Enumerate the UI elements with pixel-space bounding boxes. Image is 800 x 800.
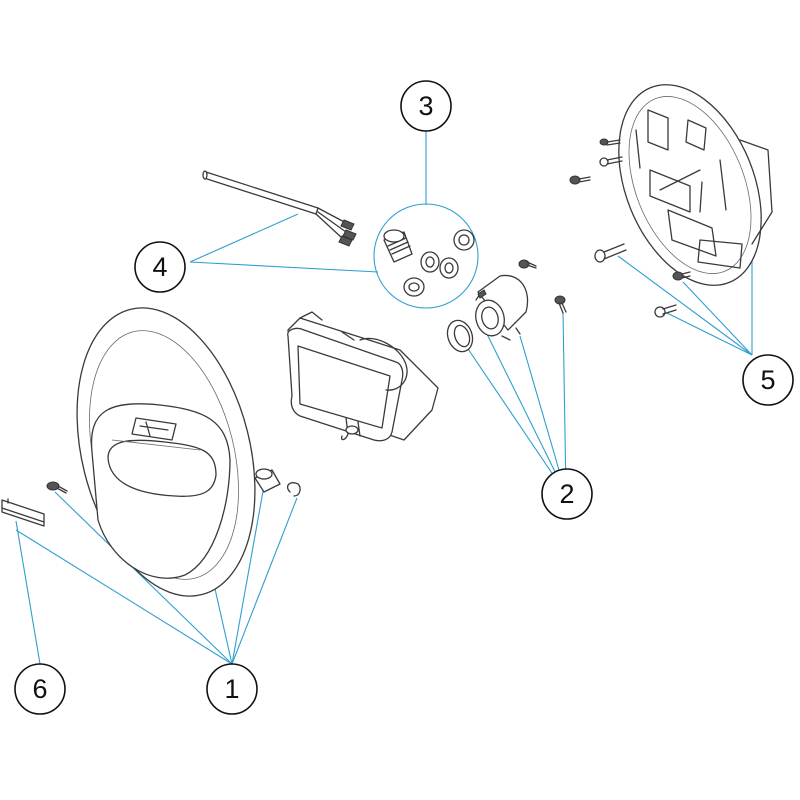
part-front-screw xyxy=(46,481,68,494)
leader-2-screw xyxy=(562,311,567,495)
leader-1-ring xyxy=(212,579,233,665)
leader-4-cable xyxy=(189,213,299,263)
leader-4-glands xyxy=(189,261,379,273)
leader-5-screw-c xyxy=(666,312,753,356)
callout-5: 5 xyxy=(742,354,794,406)
callout-3: 3 xyxy=(400,80,452,132)
part-lamp-module xyxy=(287,311,439,442)
svg-text:2: 2 xyxy=(559,479,574,509)
part-housing-screws xyxy=(569,138,691,318)
part-pin xyxy=(254,468,281,493)
part-front-trim-ring xyxy=(76,307,256,597)
leader-5-screw-b xyxy=(682,281,753,356)
leader-2-mount xyxy=(519,335,567,495)
svg-text:3: 3 xyxy=(418,91,433,121)
callout-1: 1 xyxy=(206,663,258,715)
leader-2-oring xyxy=(461,339,567,495)
svg-text:4: 4 xyxy=(152,252,167,282)
leader-1-clip xyxy=(231,497,298,665)
leader-5-screw-a xyxy=(617,255,753,356)
svg-text:6: 6 xyxy=(32,674,47,704)
part-cable xyxy=(202,170,357,247)
leader-6 xyxy=(15,520,41,665)
leader-1-bar xyxy=(15,529,233,665)
leader-1-screw xyxy=(54,491,233,665)
part-bar xyxy=(1,498,45,527)
leader-1-pin xyxy=(231,479,266,665)
svg-text:5: 5 xyxy=(760,365,775,395)
callout-4: 4 xyxy=(134,241,186,293)
part-rear-housing xyxy=(618,84,773,286)
svg-text:1: 1 xyxy=(224,674,239,704)
callout-6: 6 xyxy=(14,663,66,715)
part-gland-kit xyxy=(373,203,479,309)
part-clip xyxy=(286,482,301,497)
part-socket-assembly xyxy=(446,259,567,353)
callout-bubbles: 3 4 5 2 1 6 xyxy=(14,80,794,715)
leader-2-socket xyxy=(485,331,567,495)
callout-2: 2 xyxy=(541,468,593,520)
